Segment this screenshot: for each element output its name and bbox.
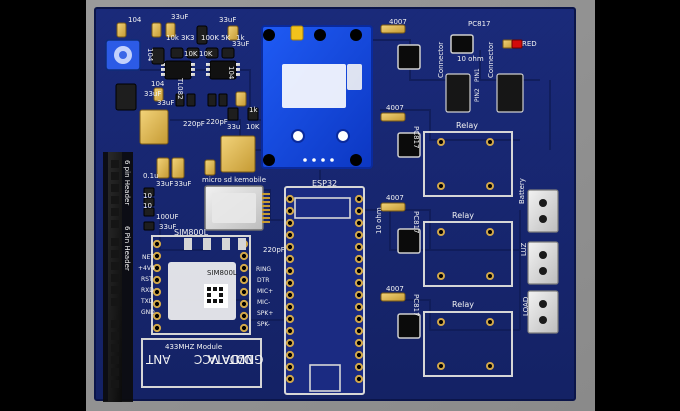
label-c5: 33uF [157, 99, 175, 107]
label-r9: 10K [199, 50, 213, 58]
label-r8: 10K [184, 50, 198, 58]
label-pc1: PC817 [468, 20, 491, 28]
label-spk-minus: SPK- [257, 321, 270, 328]
label-microsd: micro sd kemobile [202, 176, 267, 184]
label-spk-plus: SPK+ [257, 310, 274, 317]
label-gnd: GND [141, 309, 155, 316]
label-vcc: VCC [194, 352, 219, 366]
label-c2: 33uF [171, 13, 189, 21]
label-diode4: 4007 [386, 285, 404, 293]
label-pin2: PIN2 [474, 88, 481, 102]
label-esp32: ESP32 [312, 179, 338, 188]
label-r11: 10 ohm [375, 207, 383, 234]
label-net: NET [142, 254, 154, 261]
label-relay3: Relay [452, 300, 474, 309]
label-pc4: PC817 [412, 294, 420, 317]
label-txd: TXD [141, 298, 154, 305]
label-module433: 433MHZ Module [165, 343, 223, 351]
label-ic1: TL082 [176, 78, 184, 100]
label-diode2: 4007 [386, 104, 404, 112]
label-c10: 10K [246, 123, 260, 131]
top-ic-group [161, 60, 240, 80]
sim800l-block [151, 235, 251, 335]
label-r12: 10 [143, 192, 152, 200]
microsd-holder [204, 185, 270, 231]
label-conn2: Connector [487, 41, 495, 78]
potentiometer [105, 39, 141, 71]
label-ant: ANT [146, 352, 171, 366]
label-c15: 33uF [174, 180, 192, 188]
label-r6: 33uF [219, 16, 237, 24]
label-r13: 10 [143, 202, 152, 210]
label-load: LOAD [522, 296, 530, 316]
label-ring: RING [256, 266, 272, 273]
label-relay2: Relay [452, 211, 474, 220]
label-dtr: DTR [257, 277, 270, 284]
label-mic-plus: MIC+ [257, 288, 274, 295]
label-c12: 33uF [232, 40, 250, 48]
label-c1: 104 [128, 16, 142, 24]
label-pin1: PIN1 [474, 68, 481, 82]
label-relay1: Relay [456, 121, 478, 130]
label-c7: 220pF [183, 120, 205, 128]
rf433-module [141, 338, 262, 388]
label-c4: 33uF [144, 90, 162, 98]
label-mic-minus: MIC- [257, 299, 271, 306]
label-pc3: PC817 [412, 211, 420, 234]
label-red: RED [522, 40, 537, 48]
label-header2: 6 Pin Header [123, 226, 131, 271]
label-battery: Battery [518, 178, 526, 204]
label-r3: 100K [201, 34, 219, 42]
label-pc2: PC817 [412, 126, 420, 149]
label-c100: 100UF [156, 213, 179, 221]
label-c11: 1k [249, 106, 258, 114]
label-c3: 104 [151, 80, 165, 88]
label-sim800l-2: SIM800L [207, 269, 237, 277]
right-opto-and-relays [380, 24, 559, 377]
label-rst: RST [141, 276, 153, 283]
label-c33: 33uF [159, 223, 177, 231]
label-c8: 220pF [206, 118, 228, 126]
label-c6: 104 [227, 66, 235, 80]
esp32-module [284, 186, 365, 395]
smd-parts [115, 22, 259, 231]
label-luz: LUZ [520, 242, 528, 256]
label-r1: 10k [166, 34, 179, 42]
gps-module [261, 25, 373, 169]
label-header1: 6 pin Header [123, 160, 131, 206]
label-c13: 0.1u [143, 172, 159, 180]
label-conn1: Connector [437, 41, 445, 78]
label-diode1: 4007 [389, 18, 407, 26]
label-r4: 5K [221, 34, 231, 42]
label-rxd: RXD [141, 287, 154, 294]
left-header-block [103, 152, 133, 402]
label-r2: 3K3 [181, 34, 195, 42]
label-c220: 220pF [263, 246, 285, 254]
label-v44: +4V4 [138, 265, 155, 272]
label-r5: 1k [236, 34, 245, 42]
label-sim800l-1: SIM800L [174, 228, 209, 237]
label-c14: 33uF [156, 180, 174, 188]
label-r7: 104 [146, 48, 154, 62]
label-c9: 33u [227, 123, 241, 131]
label-r10: 10 ohm [457, 55, 484, 63]
label-diode3: 4007 [386, 194, 404, 202]
